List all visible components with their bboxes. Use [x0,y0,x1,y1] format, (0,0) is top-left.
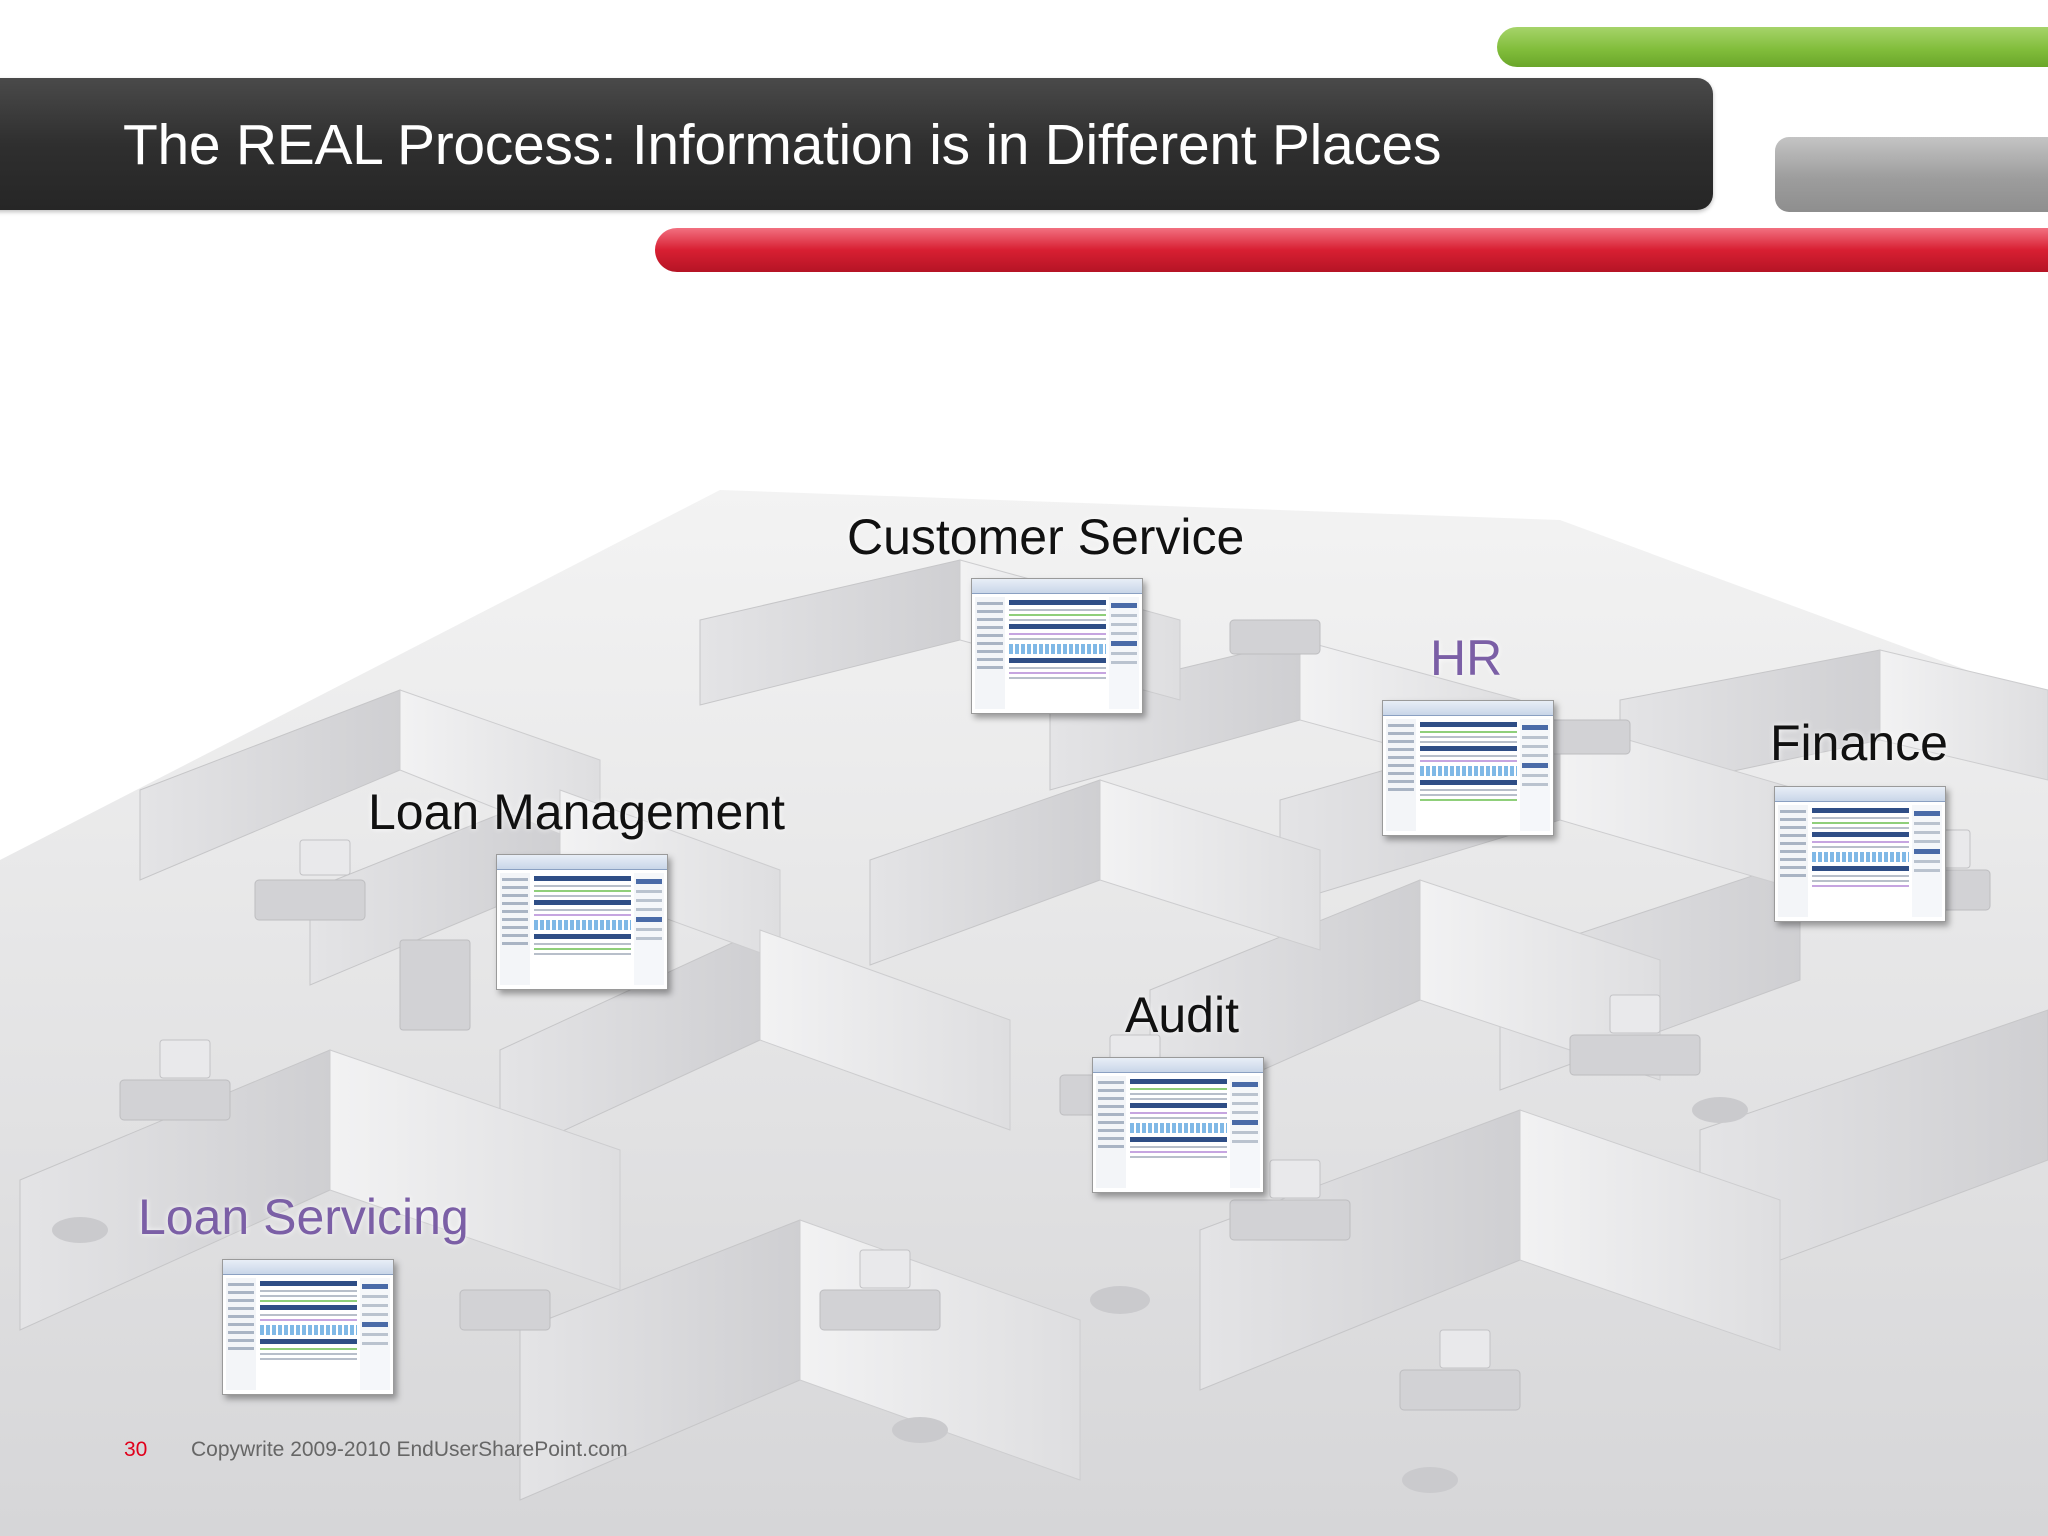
label-loan-management: Loan Management [368,784,785,840]
gray-accent-bar [1775,137,2048,212]
red-accent-bar [655,228,2048,272]
label-loan-servicing: Loan Servicing [138,1189,469,1245]
label-hr: HR [1430,630,1503,686]
title-bar [0,78,1713,210]
customer-service-screenshot [971,578,1143,714]
finance-screenshot [1774,786,1946,922]
slide-title: The REAL Process: Information is in Diff… [123,113,1442,177]
label-audit: Audit [1125,987,1239,1043]
label-finance: Finance [1770,715,1948,771]
page-number: 30 [124,1438,148,1461]
green-accent-bar [1497,27,2048,67]
label-customer-service: Customer Service [847,509,1245,565]
audit-screenshot [1092,1057,1264,1193]
loan-management-screenshot [496,854,668,990]
copyright-text: Copywrite 2009-2010 EndUserSharePoint.co… [191,1438,628,1461]
loan-servicing-screenshot [222,1259,394,1395]
hr-screenshot [1382,700,1554,836]
